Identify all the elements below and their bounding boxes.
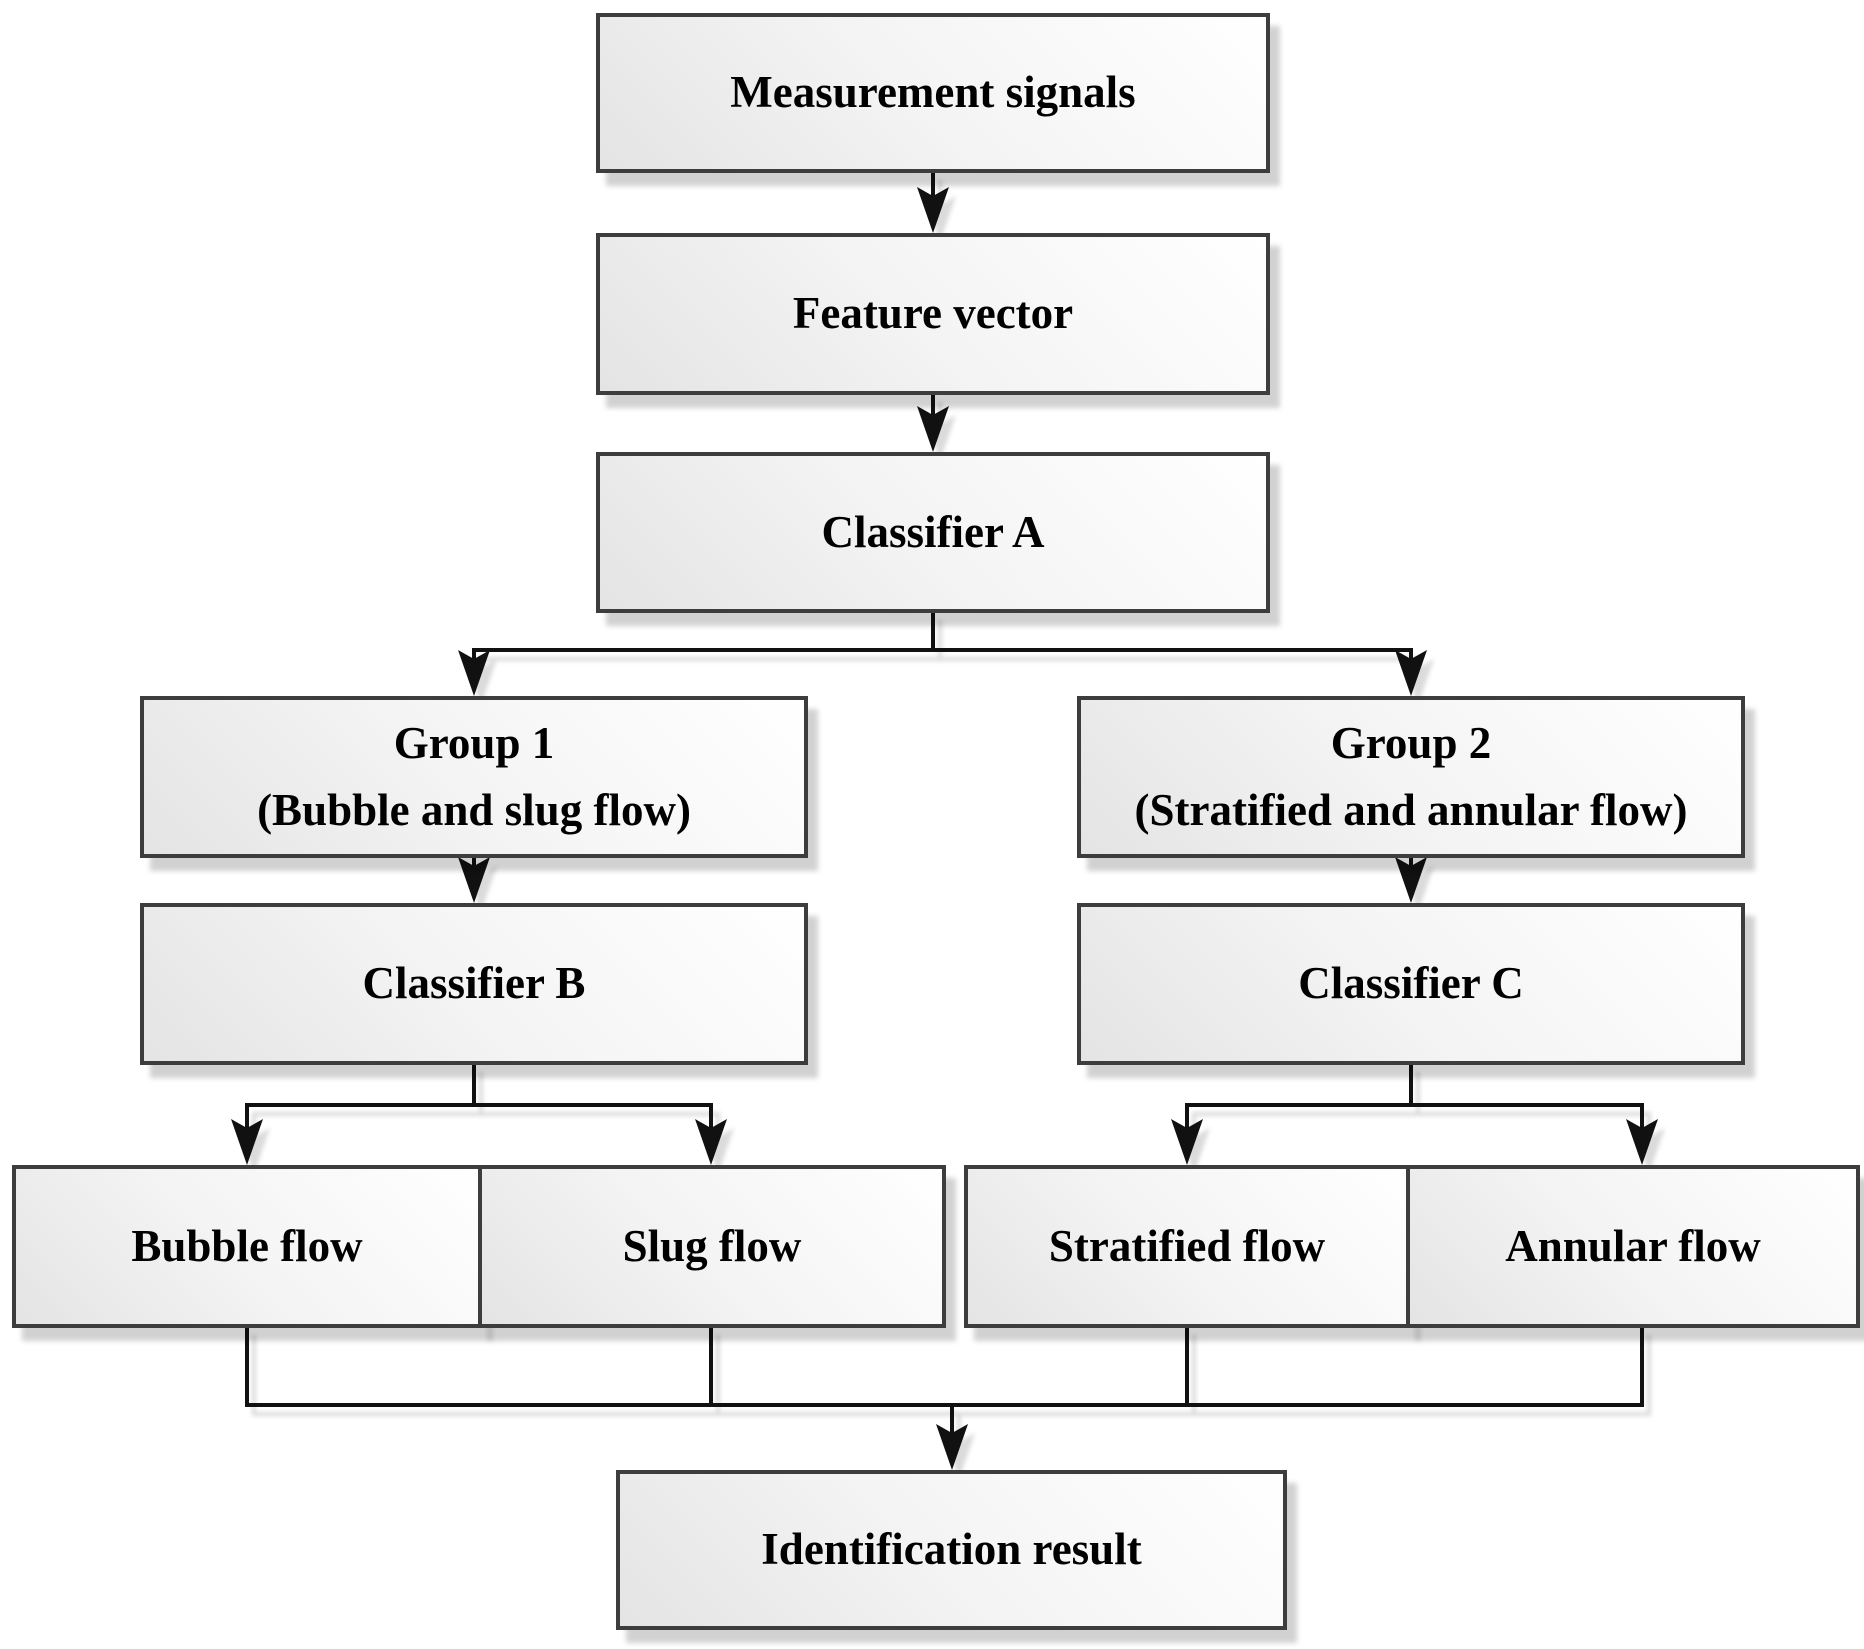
arrow-head-icon bbox=[458, 857, 490, 903]
node-label: Classifier C bbox=[1298, 958, 1524, 1009]
arrow-head-icon bbox=[1171, 1119, 1203, 1165]
node-slug-flow: Slug flow bbox=[478, 1165, 946, 1328]
node-label-line2: (Stratified and annular flow) bbox=[1134, 785, 1688, 835]
node-group-2: Group 2 (Stratified and annular flow) bbox=[1077, 696, 1745, 858]
node-label: Slug flow bbox=[622, 1220, 802, 1271]
arrow-head-icon bbox=[917, 406, 949, 452]
node-label-line1: Group 1 bbox=[393, 717, 555, 768]
arrow-head-icon bbox=[936, 1424, 968, 1470]
node-group-1: Group 1 (Bubble and slug flow) bbox=[140, 696, 808, 858]
node-label: Measurement signals bbox=[730, 67, 1136, 118]
node-annular-flow: Annular flow bbox=[1406, 1165, 1860, 1328]
node-label: Bubble flow bbox=[131, 1220, 363, 1271]
node-classifier-c: Classifier C bbox=[1077, 903, 1745, 1065]
arrow-head-icon bbox=[1395, 857, 1427, 903]
node-label: Stratified flow bbox=[1048, 1220, 1326, 1271]
node-label-line2: (Bubble and slug flow) bbox=[257, 785, 691, 835]
node-bubble-flow: Bubble flow bbox=[12, 1165, 482, 1328]
node-label: Feature vector bbox=[792, 288, 1074, 339]
node-label: Annular flow bbox=[1505, 1220, 1761, 1271]
arrow-head-icon bbox=[695, 1119, 727, 1165]
arrow-head-icon bbox=[458, 650, 490, 696]
arrow-head-icon bbox=[1395, 650, 1427, 696]
arrow-head-icon bbox=[1626, 1119, 1658, 1165]
node-identification-result: Identification result bbox=[616, 1470, 1287, 1630]
arrow-head-icon bbox=[917, 187, 949, 233]
node-classifier-a: Classifier A bbox=[596, 452, 1270, 613]
arrow-head-icon bbox=[231, 1119, 263, 1165]
node-label: Classifier B bbox=[362, 958, 586, 1009]
node-stratified-flow: Stratified flow bbox=[964, 1165, 1410, 1328]
node-feature-vector: Feature vector bbox=[596, 233, 1270, 395]
node-classifier-b: Classifier B bbox=[140, 903, 808, 1065]
node-measurement-signals: Measurement signals bbox=[596, 13, 1270, 173]
node-label: Identification result bbox=[761, 1524, 1142, 1575]
node-label: Classifier A bbox=[821, 506, 1045, 557]
node-label-line1: Group 2 bbox=[1330, 717, 1492, 768]
